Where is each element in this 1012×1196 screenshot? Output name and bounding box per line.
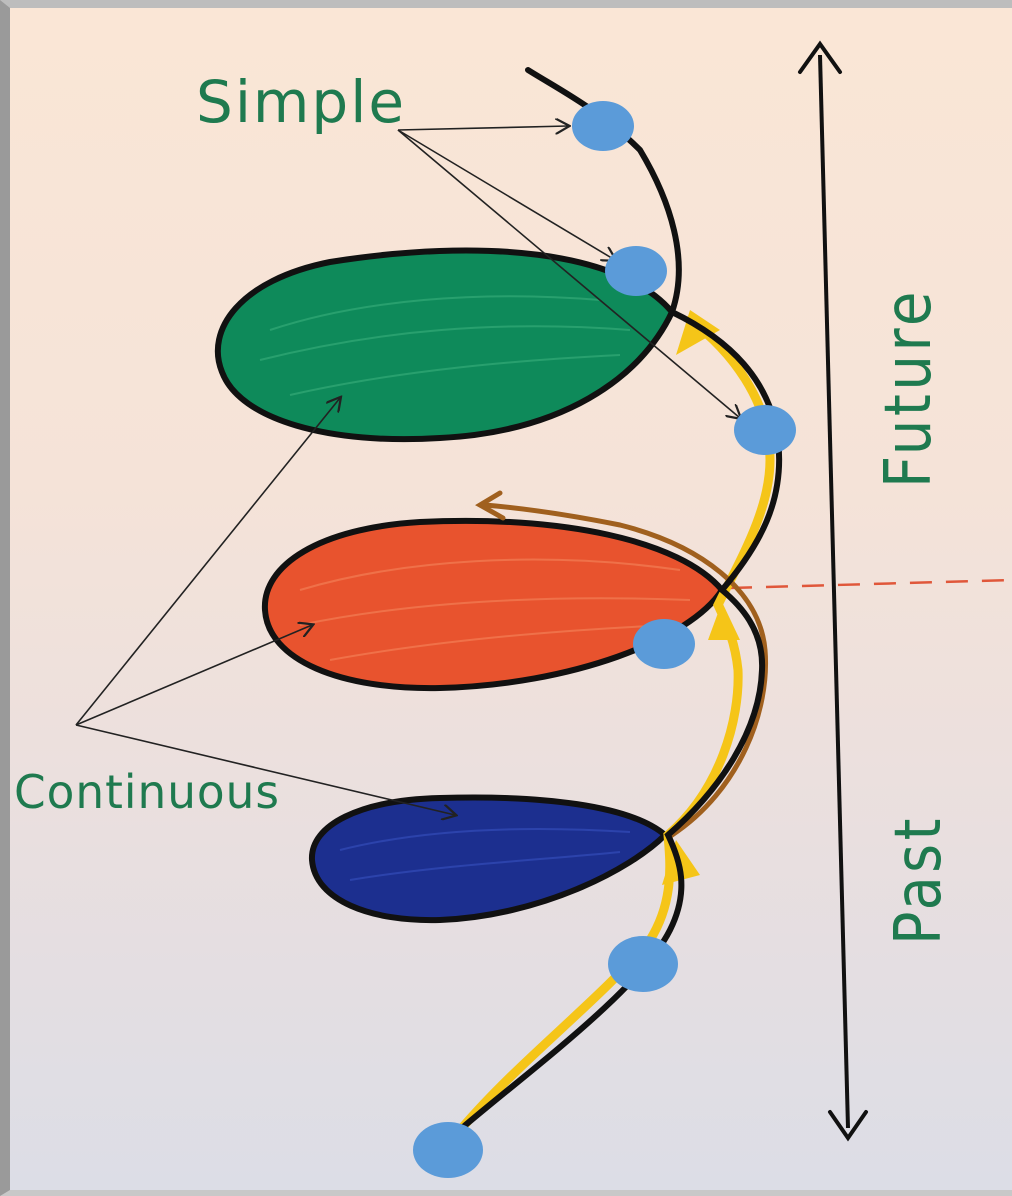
time-axis (818, 54, 850, 1129)
continuous-leaders (75, 398, 455, 815)
brown-arrow-icon (475, 490, 506, 521)
blue-dot (734, 405, 796, 455)
simple-leaders (397, 126, 740, 418)
past-label: Past (882, 815, 956, 945)
blue-dot (633, 619, 695, 669)
blue-dot (605, 246, 667, 296)
present-dashed-line (729, 578, 1012, 590)
simple-label: Simple (196, 68, 406, 136)
continuous-label: Continuous (14, 765, 280, 819)
future-label: Future (872, 288, 946, 488)
blue-dot (608, 936, 678, 992)
axis-arrow-up-icon (798, 40, 842, 74)
blue-dot (413, 1122, 483, 1178)
green-texture (259, 295, 631, 396)
red-texture (299, 558, 691, 661)
blue-texture (339, 828, 631, 881)
green-petal (214, 247, 676, 443)
brown-arc (482, 502, 769, 838)
black-timeline-curve (459, 67, 783, 1131)
axis-arrow-down-icon (828, 1110, 868, 1142)
yellow-arrow-2-icon (708, 602, 740, 640)
blue-dot (572, 101, 634, 151)
yellow-timeline-path (457, 315, 775, 1133)
blue-petal (308, 794, 670, 924)
